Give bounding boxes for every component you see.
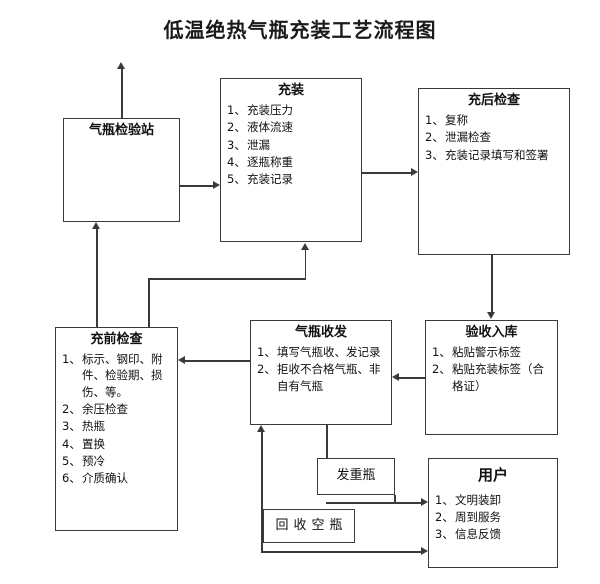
list-item: 4、逐瓶称重: [227, 154, 293, 169]
list-item: 1、复称: [425, 112, 468, 127]
arrowhead-pre-check-to-station: [92, 222, 100, 229]
connector-acceptance-to-dispatch: [399, 377, 425, 379]
connector-send-full-to-customer-seg2: [326, 502, 422, 504]
node-recover-empty-cylinder-title: 回收空瓶: [275, 517, 348, 533]
arrowhead-filling-to-post-check: [411, 168, 418, 176]
node-acceptance-title: 验收入库: [465, 325, 518, 340]
arrowhead-recover-empty-to-customer: [421, 547, 428, 555]
list-item: 5、预冷: [62, 453, 105, 468]
connector-send-full-to-customer-seg1: [394, 495, 396, 503]
list-item: 1、充装压力: [227, 102, 293, 117]
node-recover-empty-cylinder[interactable]: 回收空瓶: [263, 509, 355, 543]
node-inspection-station[interactable]: 气瓶检验站: [63, 118, 180, 222]
arrowhead-recover-empty-to-dispatch: [257, 425, 265, 432]
node-dispatch[interactable]: 气瓶收发 1、填写气瓶收、发记录 2、拒收不合格气瓶、非自有气瓶: [250, 320, 392, 425]
connector-dispatch-to-pre-check: [185, 360, 250, 362]
node-acceptance-items: 1、粘贴警示标签 2、粘贴充装标签（合格证）: [426, 344, 557, 394]
node-filling-title: 充装: [277, 83, 304, 98]
list-item: 1、标示、钢印、附件、检验期、损伤、等。: [62, 351, 163, 399]
arrowhead-send-full-to-customer: [421, 498, 428, 506]
list-item: 3、信息反馈: [435, 527, 501, 542]
node-pre-check[interactable]: 充前检查 1、标示、钢印、附件、检验期、损伤、等。 2、余压检查 3、热瓶 4、…: [55, 327, 178, 531]
list-item: 6、介质确认: [62, 471, 128, 486]
list-item: 1、粘贴警示标签: [432, 344, 521, 359]
node-filling-items: 1、充装压力 2、液体流速 3、泄漏 4、逐瓶称重 5、充装记录: [221, 102, 361, 188]
list-item: 2、周到服务: [435, 509, 501, 524]
list-item: 2、拒收不合格气瓶、非自有气瓶: [257, 362, 381, 393]
list-item: 5、充装记录: [227, 172, 293, 187]
connector-pre-check-to-station: [96, 228, 98, 327]
node-inspection-station-title: 气瓶检验站: [88, 123, 154, 138]
node-filling[interactable]: 充装 1、充装压力 2、液体流速 3、泄漏 4、逐瓶称重 5、充装记录: [220, 78, 362, 242]
page-title: 低温绝热气瓶充装工艺流程图: [163, 18, 437, 42]
node-send-full-cylinder[interactable]: 发重瓶: [317, 458, 395, 495]
connector-station-up: [121, 68, 123, 118]
arrowhead-pre-check-to-filling: [301, 243, 309, 250]
arrowhead-station-to-filling: [213, 181, 220, 189]
connector-pre-check-to-filling-seg1: [148, 278, 150, 327]
node-dispatch-title: 气瓶收发: [294, 325, 347, 340]
arrowhead-post-check-to-acceptance: [487, 312, 495, 319]
list-item: 4、置换: [62, 436, 105, 451]
node-send-full-cylinder-title: 发重瓶: [336, 468, 376, 484]
node-post-check-items: 1、复称 2、泄漏检查 3、充装记录填写和签署: [419, 112, 569, 163]
connector-pre-check-to-filling-seg2: [148, 278, 306, 280]
connector-post-check-to-acceptance: [491, 255, 493, 313]
list-item: 2、液体流速: [227, 120, 293, 135]
list-item: 2、粘贴充装标签（合格证）: [432, 362, 544, 393]
connector-recover-empty-to-dispatch: [261, 432, 263, 552]
list-item: 3、泄漏: [227, 137, 270, 152]
connector-dispatch-to-send-full: [326, 425, 328, 458]
arrowhead-acceptance-to-dispatch: [392, 373, 399, 381]
connector-filling-to-post-check: [362, 172, 412, 174]
connector-pre-check-to-filling-seg3: [304, 250, 306, 278]
node-customer-title: 用户: [477, 466, 508, 484]
arrowhead-station-up: [117, 62, 125, 69]
list-item: 2、余压检查: [62, 401, 128, 416]
list-item: 1、文明装卸: [435, 492, 501, 507]
node-customer-items: 1、文明装卸 2、周到服务 3、信息反馈: [429, 492, 557, 543]
list-item: 3、充装记录填写和签署: [425, 147, 549, 162]
connector-recover-empty-to-customer: [261, 551, 422, 553]
connector-station-to-filling: [180, 185, 214, 187]
arrowhead-dispatch-to-pre-check: [178, 356, 185, 364]
list-item: 1、填写气瓶收、发记录: [257, 344, 381, 359]
node-post-check-title: 充后检查: [467, 93, 520, 108]
node-dispatch-items: 1、填写气瓶收、发记录 2、拒收不合格气瓶、非自有气瓶: [251, 344, 391, 394]
node-customer[interactable]: 用户 1、文明装卸 2、周到服务 3、信息反馈: [428, 458, 558, 568]
node-pre-check-items: 1、标示、钢印、附件、检验期、损伤、等。 2、余压检查 3、热瓶 4、置换 5、…: [56, 351, 177, 487]
node-acceptance[interactable]: 验收入库 1、粘贴警示标签 2、粘贴充装标签（合格证）: [425, 320, 558, 435]
node-post-check[interactable]: 充后检查 1、复称 2、泄漏检查 3、充装记录填写和签署: [418, 88, 570, 255]
list-item: 2、泄漏检查: [425, 130, 491, 145]
list-item: 3、热瓶: [62, 419, 105, 434]
node-pre-check-title: 充前检查: [90, 332, 143, 347]
